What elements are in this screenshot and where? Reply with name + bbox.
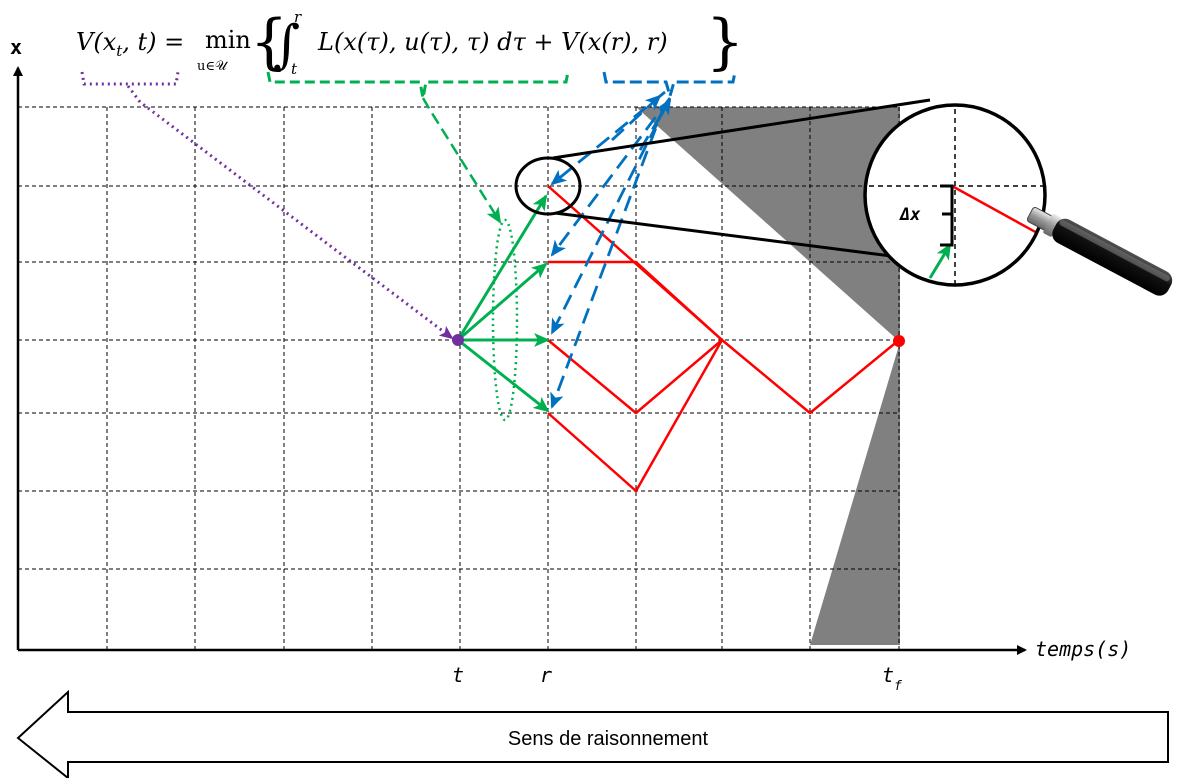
lens-green-arrow xyxy=(928,243,952,279)
magnifier-lens: Δx xyxy=(863,103,1047,287)
unreachable-region-upper xyxy=(636,107,900,342)
initial-state-point xyxy=(452,334,464,346)
bellman-equation: V(xt, t) = min u∈𝒰 { ∫ r t L(x(τ), u(τ),… xyxy=(76,7,744,78)
magnifier-handle xyxy=(1026,207,1173,296)
brace-value-r xyxy=(602,71,737,102)
blue-arrow-2 xyxy=(550,97,672,257)
equation-int-lower: t xyxy=(291,60,298,78)
tick-label-tf-sub: f xyxy=(894,679,902,694)
final-state-point xyxy=(893,335,905,347)
value-link-arrow xyxy=(126,85,454,340)
equation-left-brace: { xyxy=(250,7,288,77)
tick-label-r: r xyxy=(540,663,552,687)
delta-x-label: Δx xyxy=(899,205,921,225)
green-control-arrows xyxy=(456,194,550,413)
equation-right-brace: } xyxy=(706,7,744,77)
reasoning-direction-label: Sens de raisonnement xyxy=(508,728,709,750)
blue-arrow-5 xyxy=(638,98,672,151)
blue-arrow-6 xyxy=(611,94,662,142)
equation-lhs: V(xt, t) = xyxy=(76,28,184,60)
reasoning-direction-arrow: Sens de raisonnement xyxy=(16,689,1169,778)
equation-min-sub: u∈𝒰 xyxy=(197,59,229,74)
brace-value-lhs xyxy=(80,71,180,86)
zoom-source-circle xyxy=(514,156,582,216)
red-path-4 xyxy=(547,339,724,493)
red-path-2 xyxy=(548,260,723,341)
y-axis-label: x xyxy=(10,35,22,59)
magnifier-rim xyxy=(863,103,1047,287)
x-axis-label: temps(s) xyxy=(1035,637,1131,661)
brace-integral xyxy=(266,71,570,99)
green-arrow-down xyxy=(457,338,550,413)
tick-label-tf: tf xyxy=(882,663,902,694)
red-path-3 xyxy=(547,339,723,415)
green-arrow-up1 xyxy=(457,262,548,342)
zoom-cone-top xyxy=(552,98,931,160)
lens-red-path xyxy=(951,184,1045,242)
unreachable-region-lower xyxy=(810,342,900,645)
blue-value-arrows xyxy=(550,90,672,409)
tick-label-t: t xyxy=(452,663,464,687)
equation-integral: ∫ xyxy=(273,15,300,75)
blue-arrow-4 xyxy=(550,105,666,409)
red-trajectories xyxy=(547,185,900,493)
integral-link-arrow xyxy=(421,97,502,224)
tick-label-tf-main: t xyxy=(882,663,894,687)
equation-integrand: L(x(τ), u(τ), τ) dτ + V(x(r), r) xyxy=(317,28,668,56)
blue-arrow-3 xyxy=(550,101,670,335)
equation-int-upper: r xyxy=(294,8,302,26)
control-set-ellipse xyxy=(491,218,519,422)
equation-min: min xyxy=(205,26,251,54)
green-arrow-up2 xyxy=(456,194,548,341)
